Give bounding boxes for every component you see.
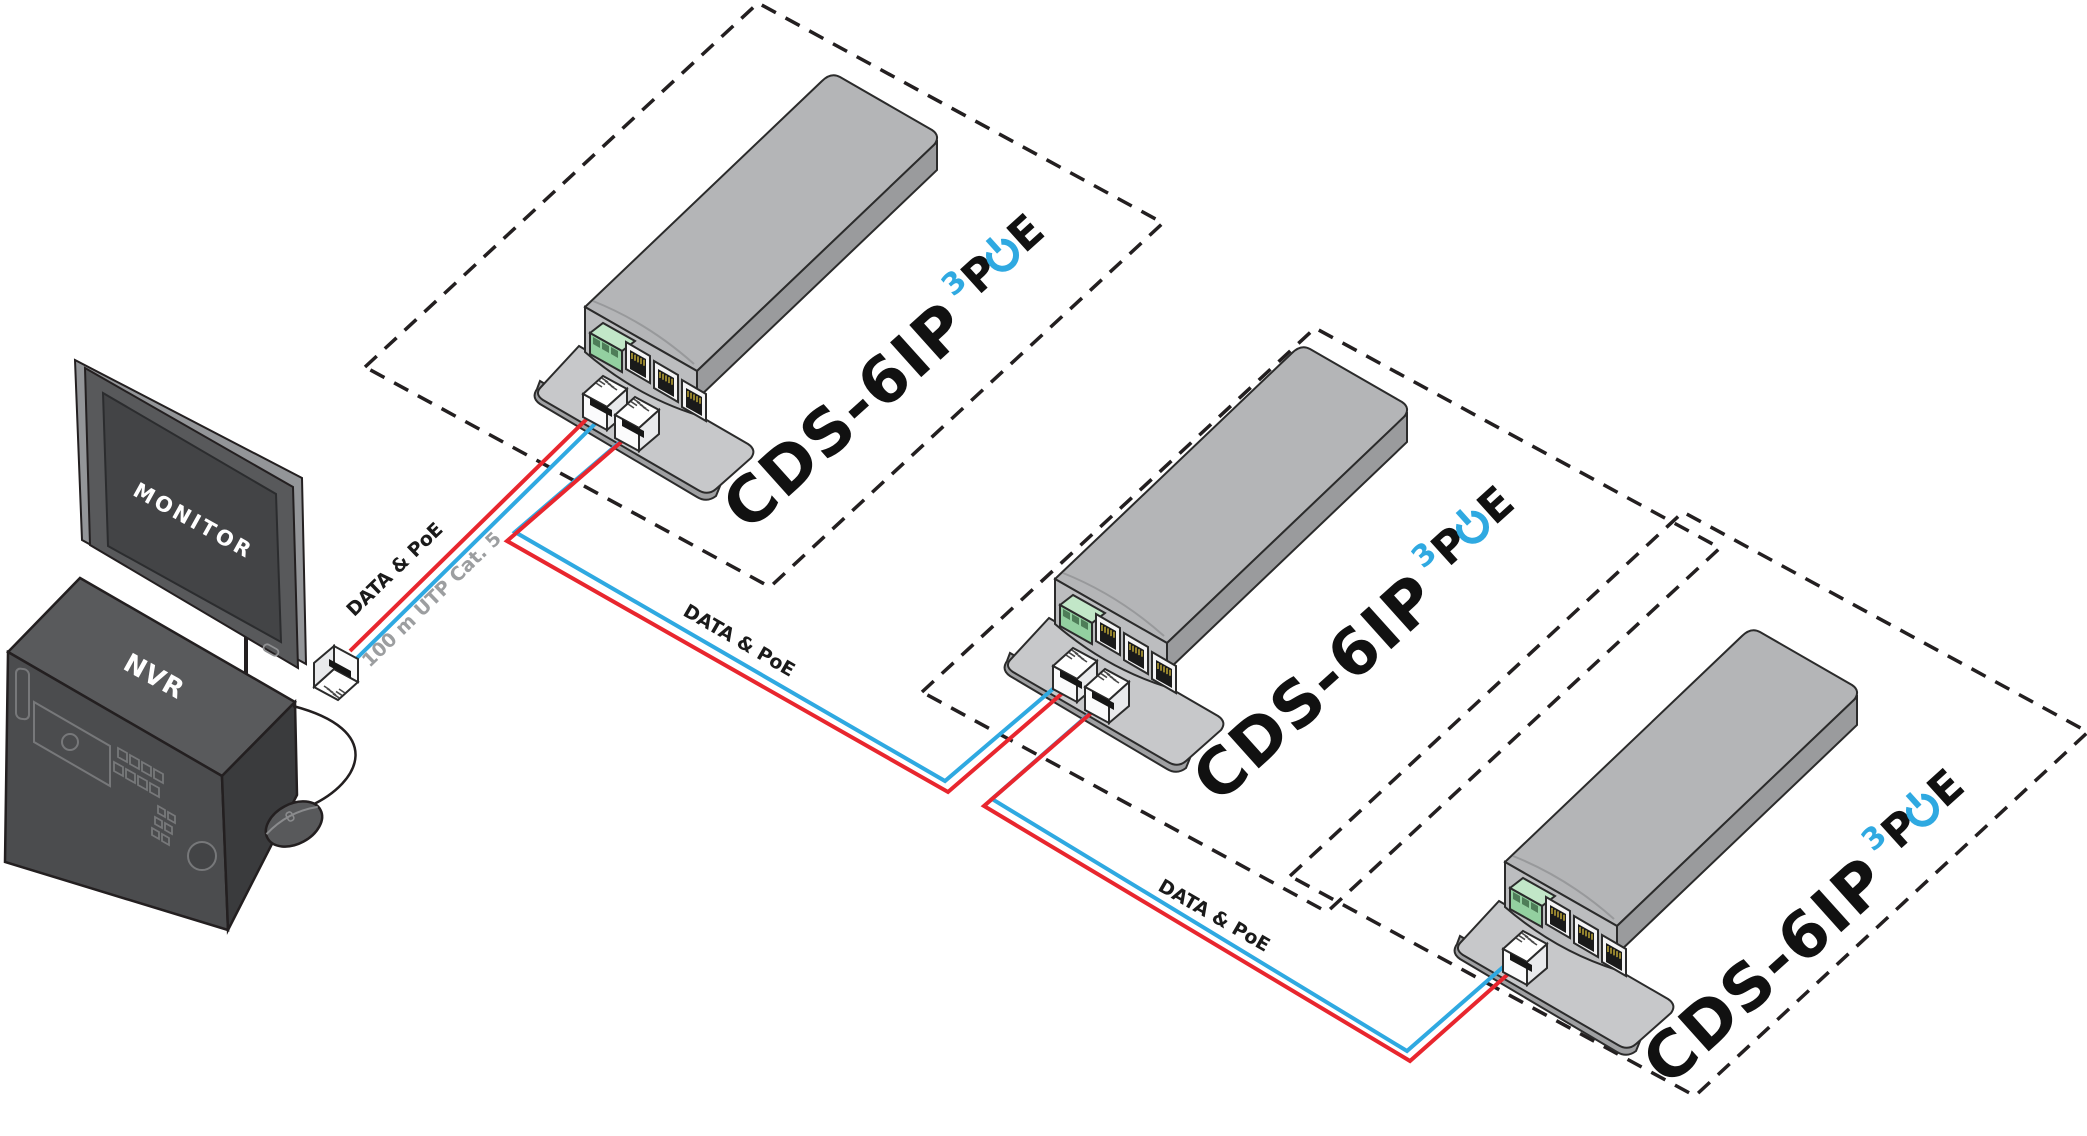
power-icon — [1905, 791, 1939, 827]
power-icon — [985, 236, 1019, 272]
dashed-zone-2 — [919, 325, 1723, 915]
nvr-knob — [187, 841, 217, 871]
monitor-screen — [101, 391, 283, 644]
cable-sublabel-1: 100 m UTP Cat. 5 — [358, 528, 506, 672]
logo-e: E — [1468, 477, 1524, 535]
dashed-zones — [362, 0, 2087, 1099]
cable-poe-line — [348, 407, 599, 653]
mouse — [264, 800, 324, 848]
nvr-dvd-drive — [33, 700, 111, 788]
cable-label-2: DATA & PoE — [679, 600, 798, 682]
logo-e: E — [1918, 760, 1974, 818]
cable-data-line — [354, 414, 605, 661]
cable-poe-line — [980, 705, 1526, 1064]
dashed-zone-1 — [362, 0, 1166, 590]
nvr-dvd-eject — [61, 733, 79, 751]
monitor: MONITOR — [73, 358, 308, 670]
nvr-front-details — [15, 667, 217, 871]
nvr-buttons — [113, 746, 176, 847]
cable-run-3 — [980, 699, 1526, 1064]
mouse-cable — [292, 704, 357, 808]
power-icon — [1455, 508, 1489, 544]
nvr: NVR — [3, 576, 299, 935]
nvr-end-face — [220, 699, 299, 935]
monitor-indicator — [262, 643, 280, 657]
cable-run-1 — [348, 407, 605, 661]
cable-poe-line — [503, 434, 1075, 795]
dashed-zone-3 — [1287, 509, 2087, 1099]
cable-run-2 — [503, 428, 1075, 795]
rj45-plug-nvr-end — [313, 645, 359, 701]
nvr-vent — [15, 667, 30, 721]
logo-e: E — [998, 205, 1054, 263]
